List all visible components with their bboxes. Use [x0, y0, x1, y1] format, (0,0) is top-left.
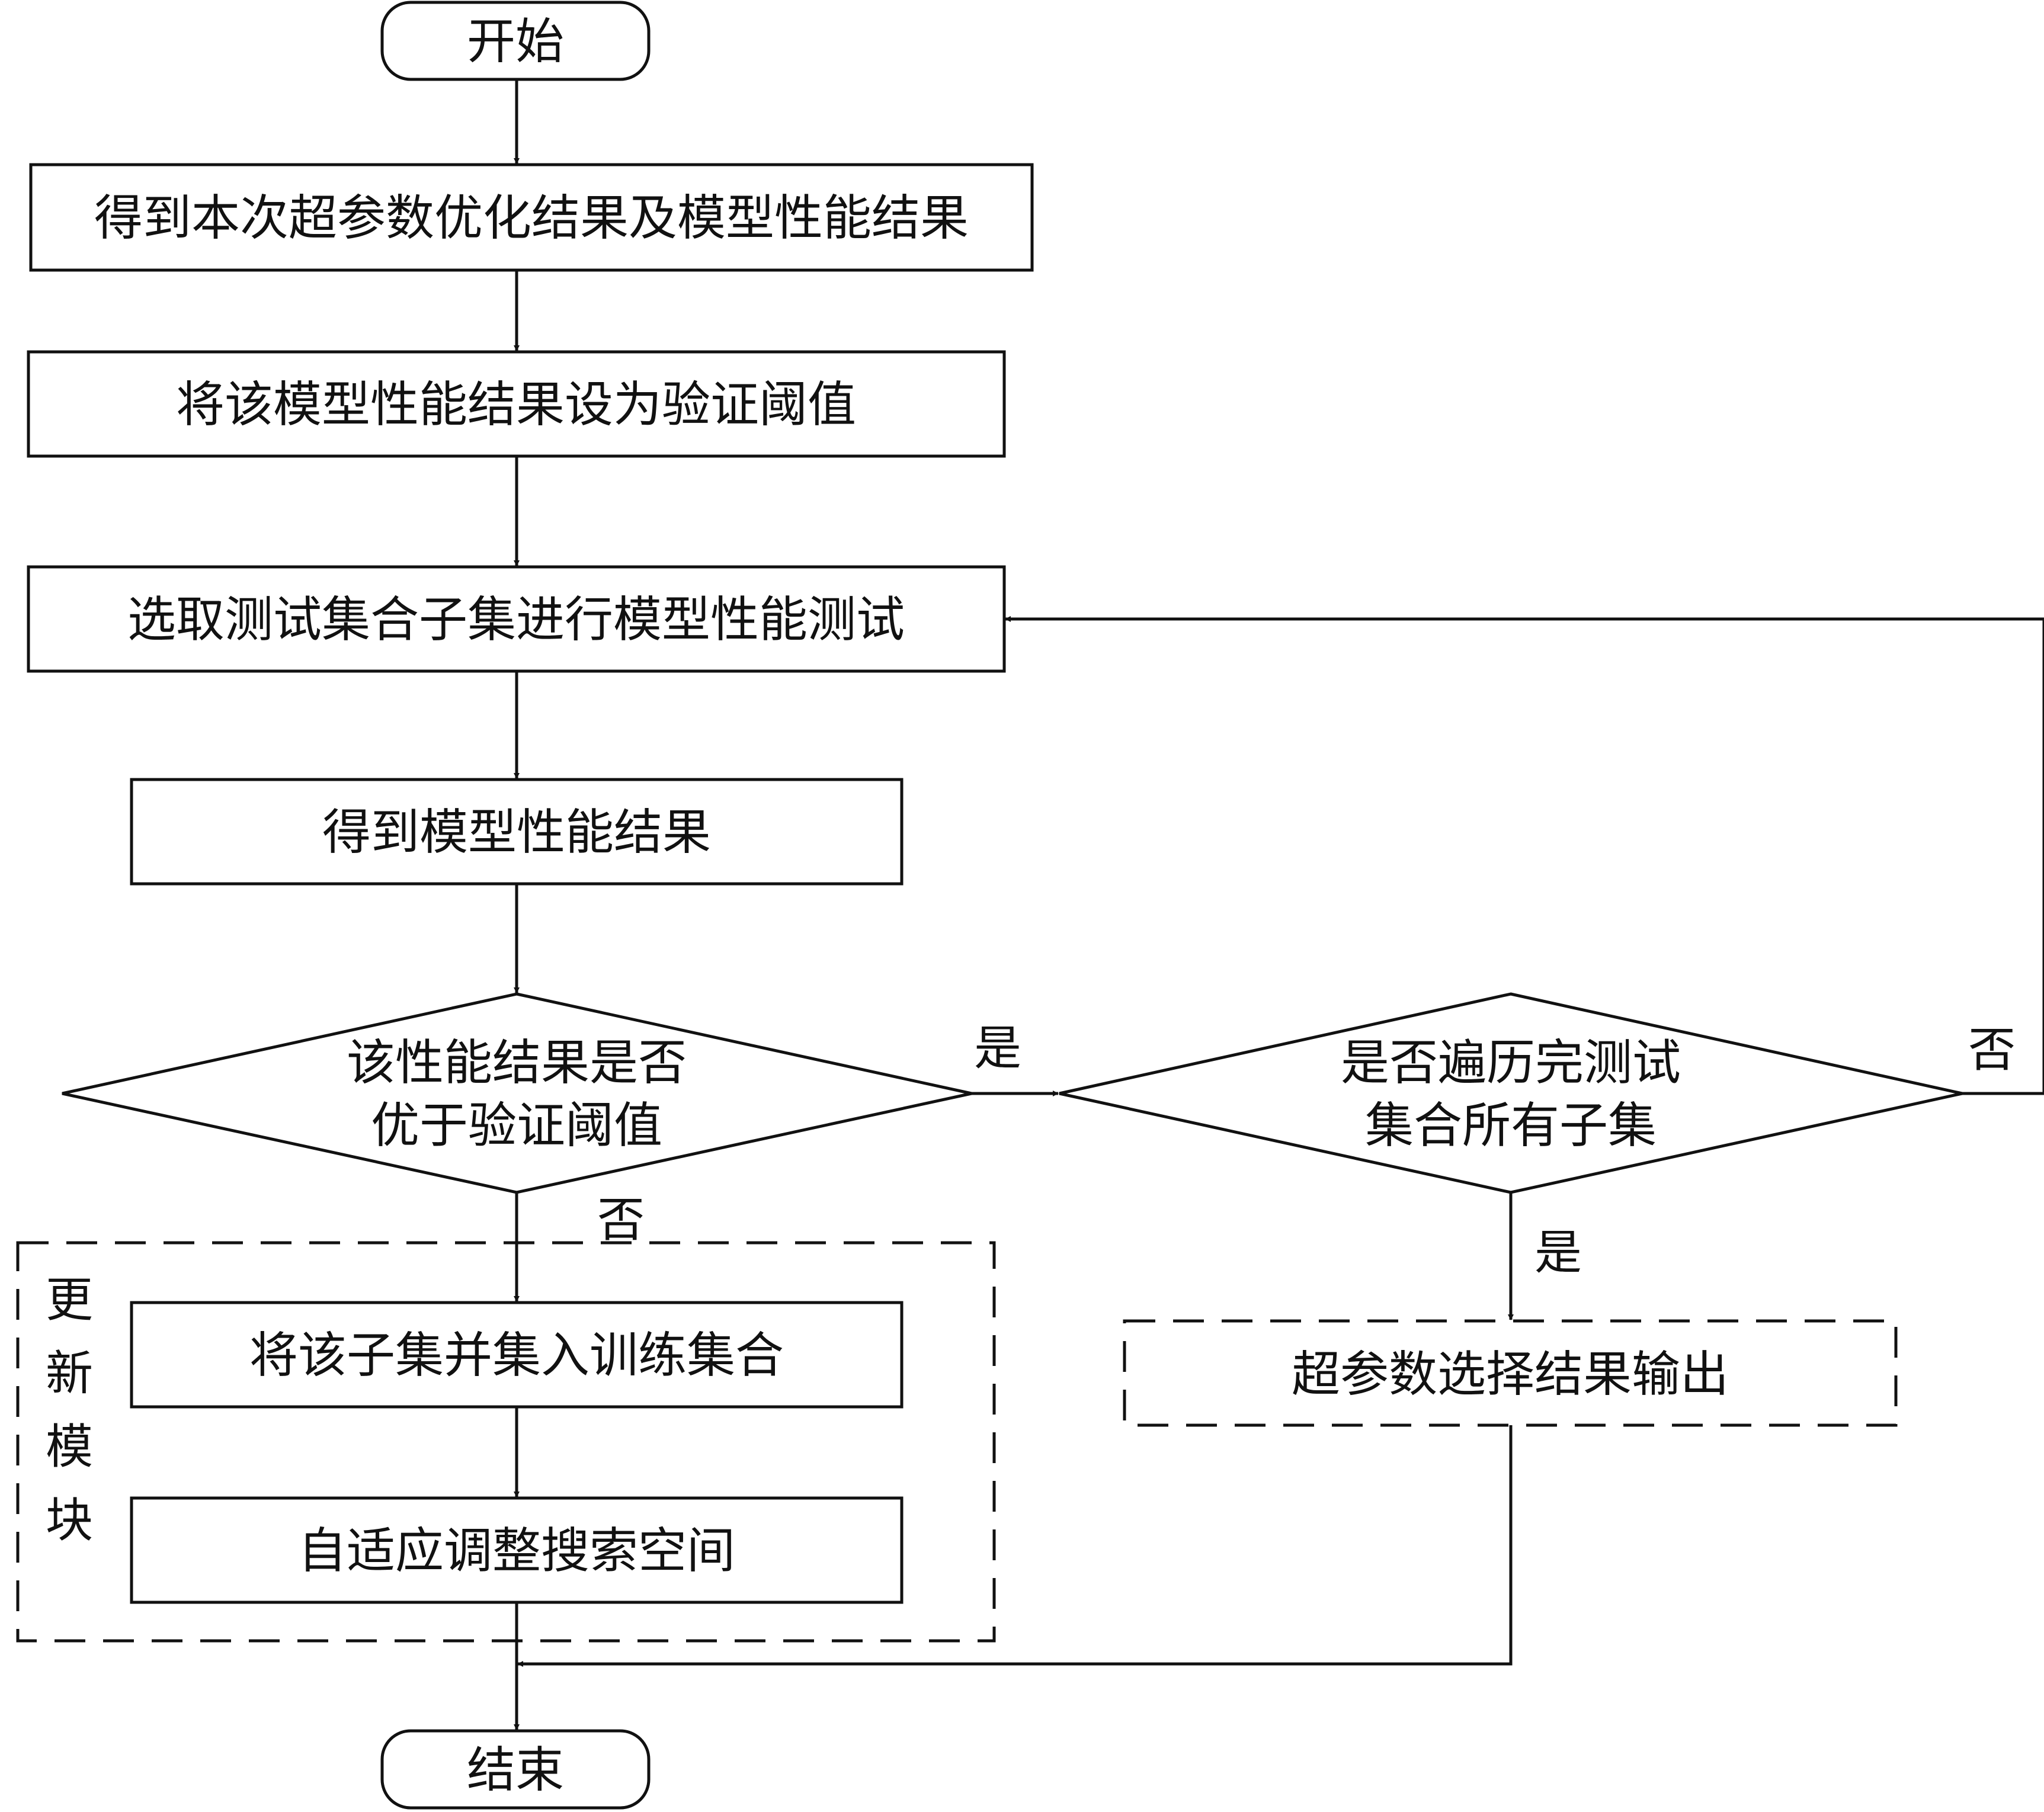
step-adjust-space-label: 自适应调整搜索空间 [298, 1523, 735, 1579]
decision-all-subsets-done-line1: 是否遍历完测试 [1341, 1035, 1681, 1091]
decision-better-than-threshold [62, 992, 972, 1194]
decision-all-subsets-done [1059, 992, 1963, 1194]
step-merge-subset [130, 1301, 904, 1409]
edge-output-to-end [517, 1425, 1513, 1667]
end-node-label: 结束 [467, 1742, 564, 1798]
group-label-3: 模 [46, 1419, 93, 1474]
decision-better-than-threshold-line1: 该性能结果是否 [347, 1035, 687, 1091]
group-label-1: 更 [46, 1272, 93, 1327]
step-merge-subset-label: 将该子集并集入训练集合 [249, 1327, 784, 1384]
step-output-label: 超参数选择结果输出 [1292, 1346, 1729, 1403]
start-node-label: 开始 [467, 14, 564, 70]
edge-label-yes-1: 是 [974, 1021, 1021, 1076]
group-label-2: 新 [46, 1346, 93, 1401]
decision-all-subsets-done-line2: 集合所有子集 [1365, 1098, 1657, 1154]
end-node [380, 1729, 651, 1810]
step-set-threshold-label: 将该模型性能结果设为验证阈值 [176, 377, 856, 433]
step-select-subset-label: 选取测试集合子集进行模型性能测试 [127, 592, 905, 648]
group-label-4: 块 [46, 1493, 93, 1548]
decision-better-than-threshold-line2: 优于验证阈值 [371, 1098, 662, 1154]
edge-decision2-no-loop [1005, 616, 2044, 1095]
edge-label-no-1: 否 [597, 1192, 645, 1247]
step-get-opt-result-label: 得到本次超参数优化结果及模型性能结果 [94, 190, 969, 246]
step-get-opt-result [29, 163, 1034, 272]
step-select-subset [27, 565, 1006, 673]
step-set-threshold [27, 350, 1006, 458]
edge-label-yes-2: 是 [1534, 1225, 1582, 1280]
step-get-perf-label: 得到模型性能结果 [322, 804, 711, 861]
update-module-group [16, 1241, 996, 1643]
edge-label-no-2: 否 [1968, 1022, 2016, 1077]
